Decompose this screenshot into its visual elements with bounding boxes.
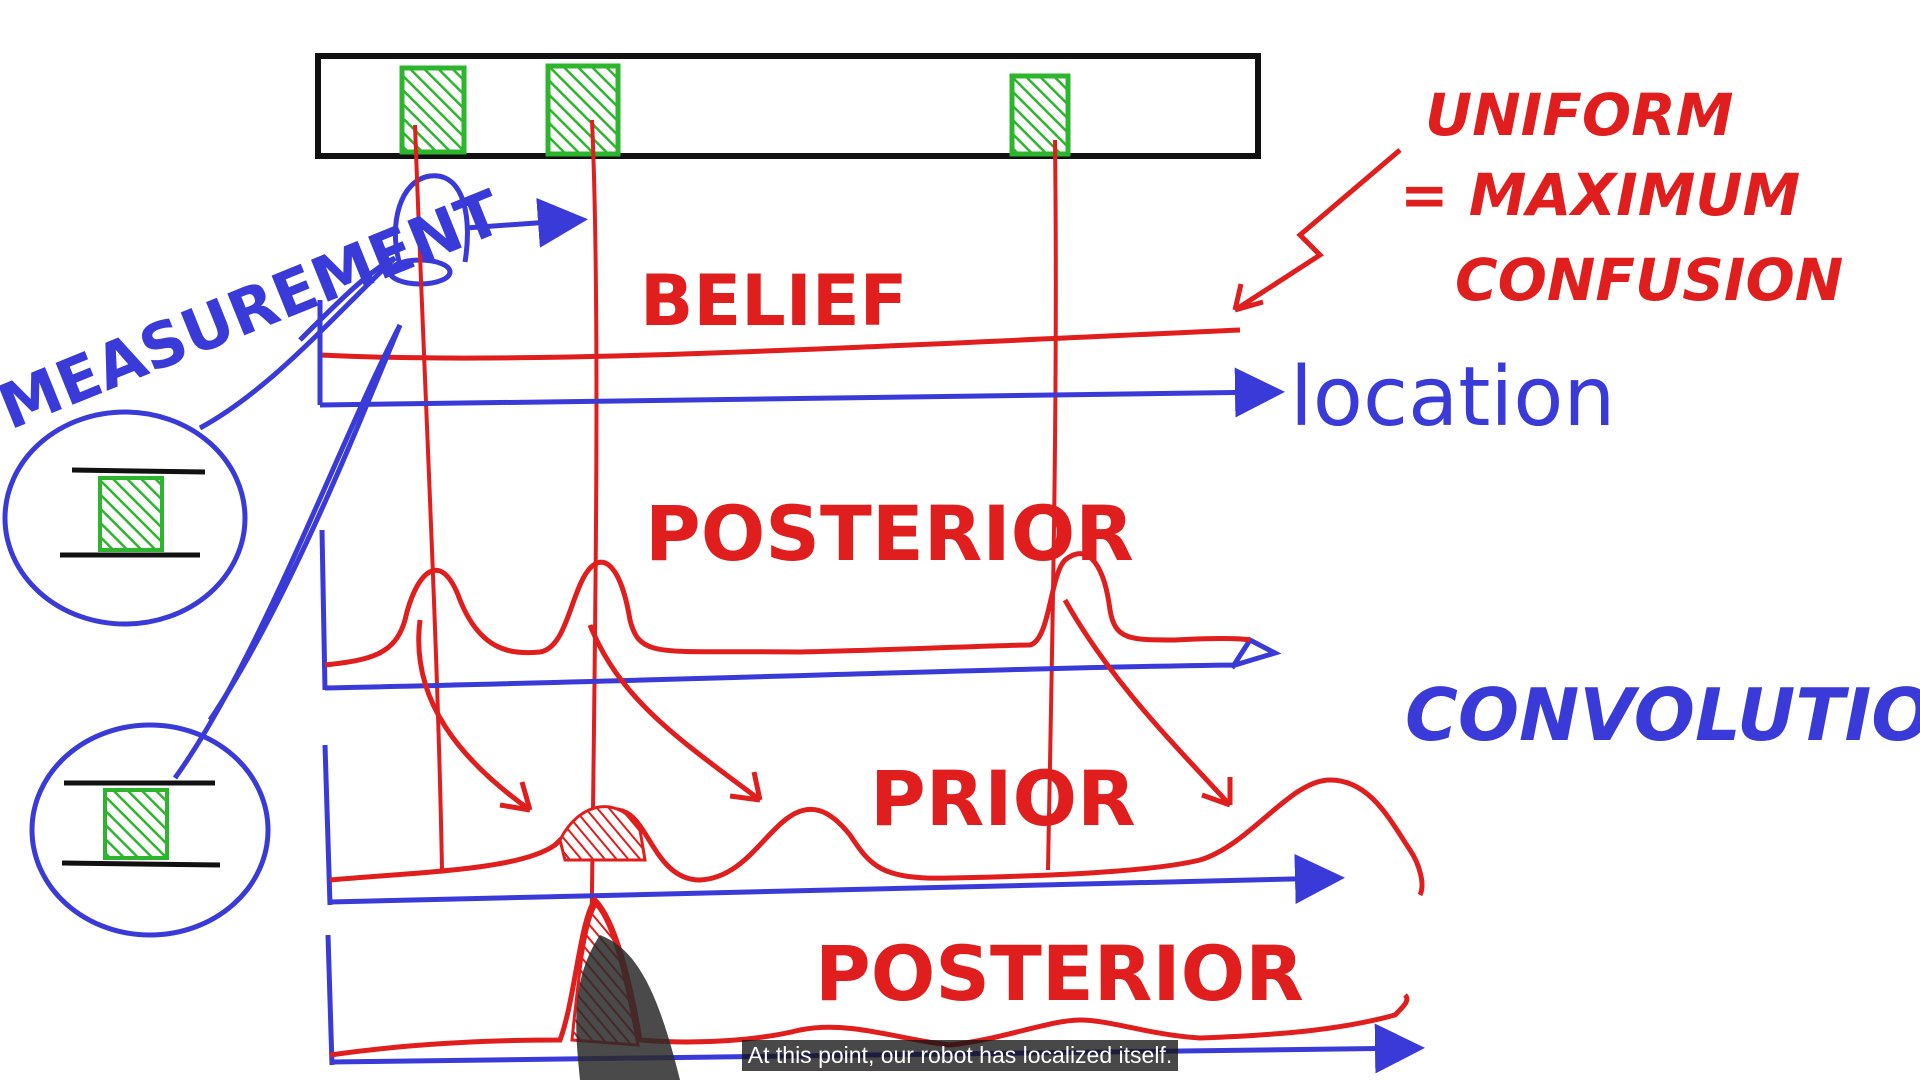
prior-axis xyxy=(329,853,1345,905)
door-1 xyxy=(399,65,467,155)
uniform-line-1: UNIFORM xyxy=(1425,81,1734,149)
robot-body xyxy=(392,173,470,266)
door-alignment-lines xyxy=(413,119,1058,1041)
belief-label: BELIEF xyxy=(640,260,907,342)
measurement-bubbles xyxy=(2,255,403,938)
prior-y-axis xyxy=(322,744,333,906)
hallway-wall xyxy=(315,53,1261,159)
pen-tip xyxy=(576,935,680,1080)
uniform-pointer-arrow xyxy=(1232,148,1402,313)
uniform-annotation: UNIFORM = MAXIMUM CONFUSION xyxy=(1232,81,1843,314)
posterior-top-axis xyxy=(324,636,1282,691)
posterior-bottom-curve xyxy=(329,896,1410,1058)
uniform-line-2: = MAXIMUM xyxy=(1400,161,1800,229)
hallway xyxy=(315,53,1261,159)
posterior-top-y-axis xyxy=(319,529,328,691)
convolution-label: CONVOLUTION xyxy=(1405,673,1920,757)
posterior-bottom-label: POSTERIOR xyxy=(815,929,1304,1018)
door-view-bubble xyxy=(2,409,248,627)
posterior-top-label: POSTERIOR xyxy=(645,489,1134,578)
door-3 xyxy=(1009,73,1071,157)
prior-peak-hatch xyxy=(558,805,647,862)
belief-axis xyxy=(319,367,1285,418)
convolution-arrows xyxy=(416,598,1233,813)
caption-text: At this point, our robot has localized i… xyxy=(741,1040,1179,1071)
posterior-bottom-y-axis xyxy=(325,934,335,1066)
posterior-top-curve xyxy=(324,551,1251,668)
uniform-line-3: CONFUSION xyxy=(1455,246,1843,314)
door-2 xyxy=(545,63,621,157)
robot-motion-arrow xyxy=(465,197,588,248)
prior-label: PRIOR xyxy=(870,754,1136,843)
belief-uniform-line xyxy=(319,327,1241,361)
bubble-1-content xyxy=(60,467,206,558)
door-view-bubble-2 xyxy=(29,722,271,938)
video-caption: At this point, our robot has localized i… xyxy=(0,1040,1920,1071)
location-label: location xyxy=(1290,350,1615,445)
bubble-2-content xyxy=(61,780,221,868)
